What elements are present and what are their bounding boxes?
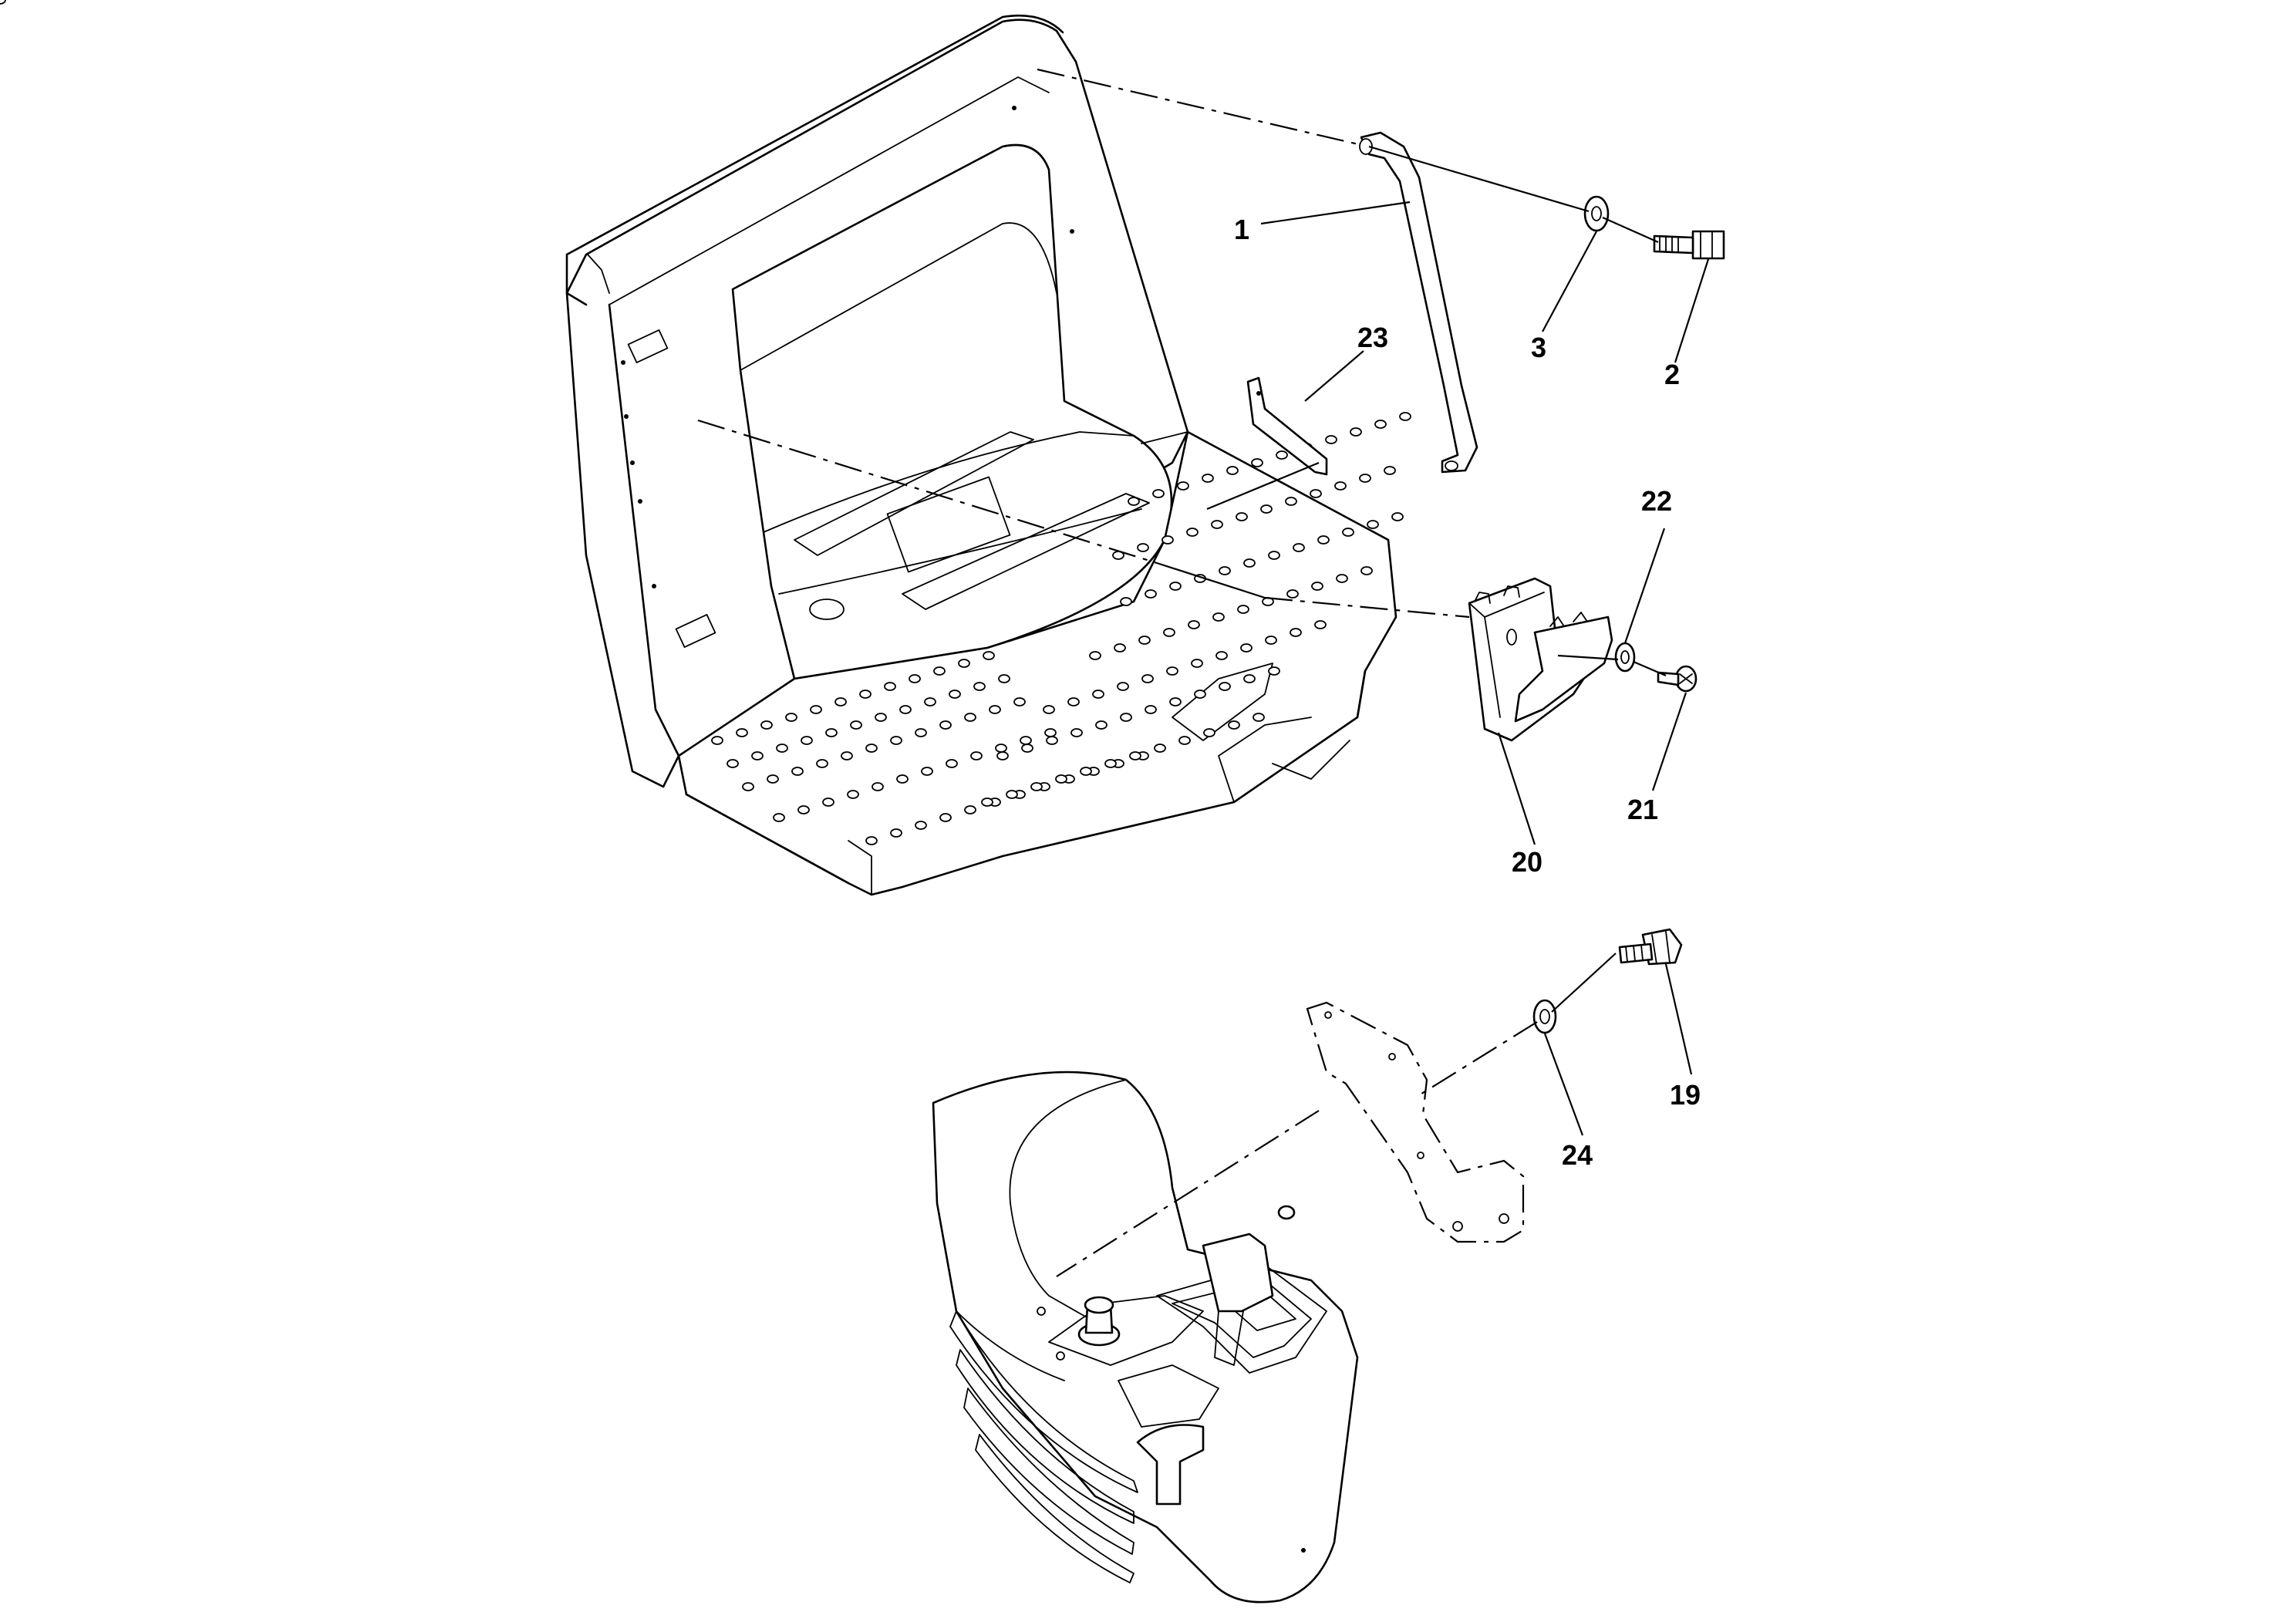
part-20-storage-box: [1468, 577, 1613, 742]
part-22-washer: [1614, 642, 1636, 673]
operator-platform: [0, 0, 1411, 896]
callout-20: 20: [1512, 846, 1542, 878]
part-3-washer: [1583, 195, 1610, 232]
callout-19: 19: [1670, 1079, 1701, 1111]
part-24-washer: [1532, 999, 1557, 1034]
leader-lines: [1206, 201, 1710, 1136]
callout-2: 2: [1664, 359, 1680, 390]
callout-21: 21: [1627, 794, 1658, 825]
callout-22: 22: [1641, 485, 1672, 517]
assembly-lines: [697, 68, 1667, 1277]
callout-3: 3: [1531, 332, 1546, 363]
part-23-bracket: [1246, 376, 1328, 476]
control-console: [932, 1071, 1359, 1603]
callout-23: 23: [1357, 322, 1388, 353]
floor-perforations: [0, 0, 1411, 845]
mounting-plate: [1306, 1001, 1525, 1243]
part-21-screw: [1657, 665, 1698, 693]
callout-labels: 1 3 2 23 22 21 20 19 24: [1234, 214, 1701, 1171]
part-19-bolt: [1618, 928, 1683, 966]
callout-24: 24: [1562, 1139, 1593, 1171]
callout-1: 1: [1234, 214, 1249, 245]
part-2-bolt: [1653, 230, 1725, 260]
part-1-grab-handle: [1359, 131, 1478, 474]
